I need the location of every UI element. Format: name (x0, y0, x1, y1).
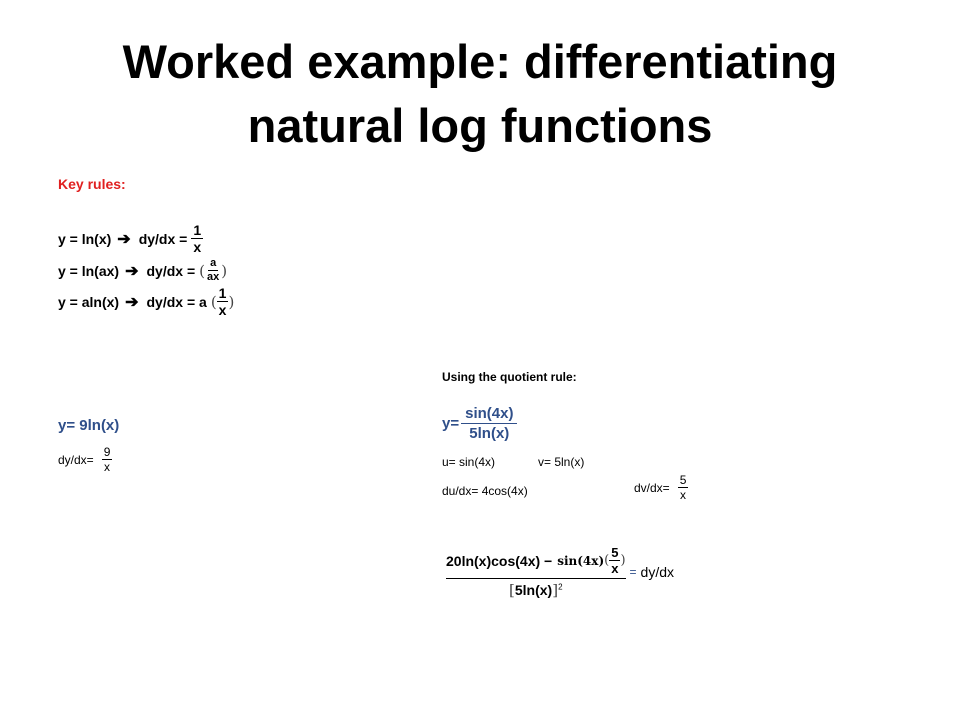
result-rhs: dy/dx (640, 564, 674, 580)
fraction-denominator: x (218, 302, 227, 318)
result-term-1: 20ln(x)cos(4x) − (446, 552, 553, 569)
function-prefix: y= (442, 415, 460, 432)
fraction-numerator: a (208, 257, 219, 271)
fraction-denominator: 5ln(x) (469, 425, 510, 442)
result-den-text: 5ln(x) (514, 582, 553, 598)
fraction-numerator: 1 (191, 222, 204, 239)
equals-sign: = (629, 565, 637, 579)
result-denominator: [5ln(x)]2 (509, 581, 563, 599)
quotient-result: 20ln(x)cos(4x) − sin(4x) ( 5 x ) [5ln(x)… (446, 546, 674, 598)
function-fraction: sin(4x) 5ln(x) (461, 406, 518, 442)
result-numerator: 20ln(x)cos(4x) − sin(4x) ( 5 x ) (446, 546, 626, 579)
example2-function: y= sin(4x) 5ln(x) (442, 406, 518, 442)
key-rule-1: y = ln(x) ➔ dy/dx = 1 x (58, 222, 204, 255)
fraction-denominator: x (104, 460, 111, 474)
dv-dx: dv/dx= 5 x (634, 473, 689, 502)
u-definition: u= sin(4x) (442, 455, 496, 469)
derivative-prefix: dy/dx= (58, 452, 94, 467)
fraction-denominator: x (680, 488, 687, 502)
fraction-numerator: 1 (216, 285, 229, 302)
derivative-fraction: 9 x (101, 445, 113, 474)
page-title: Worked example: differentiating natural … (0, 30, 960, 158)
result-inner-fraction: 5 x (609, 545, 621, 576)
fraction-denominator: ax (207, 271, 220, 283)
fraction-numerator: 5 (677, 473, 689, 488)
fraction-numerator: sin(4x) (461, 406, 518, 424)
dv-fraction: 5 x (677, 473, 689, 502)
fraction-numerator: 9 (101, 445, 113, 460)
example1-function: y= 9ln(x) (58, 417, 120, 434)
result-power: 2 (558, 582, 563, 592)
right-arrow-icon: ➔ (125, 293, 139, 311)
rule-fraction: 1 x (191, 222, 204, 255)
rule-fraction: a ax (205, 258, 221, 283)
dv-prefix: dv/dx= (634, 480, 670, 495)
fraction-numerator: 5 (609, 545, 621, 561)
rule-lhs: y = ln(x) (58, 230, 112, 247)
rule-rhs-prefix: dy/dx = a (146, 293, 207, 310)
example1-derivative: dy/dx= 9 x (58, 445, 113, 474)
fraction-denominator: x (193, 239, 202, 255)
key-rule-2: y = ln(ax) ➔ dy/dx = ( a ax ) (58, 257, 228, 283)
fraction-denominator: x (611, 561, 619, 576)
result-term-2: sin(4x) (557, 553, 605, 568)
title-line-2: natural log functions (247, 99, 713, 152)
quotient-rule-heading: Using the quotient rule: (442, 370, 577, 384)
key-rule-3: y = aln(x) ➔ dy/dx = a ( 1 x ) (58, 285, 235, 318)
rule-rhs-prefix: dy/dx = (146, 262, 196, 279)
du-dx: du/dx= 4cos(4x) (442, 484, 528, 498)
rule-rhs-prefix: dy/dx = (138, 230, 188, 247)
rule-fraction: 1 x (216, 285, 229, 318)
right-arrow-icon: ➔ (125, 262, 139, 280)
rule-lhs: y = ln(ax) (58, 262, 120, 279)
rule-lhs: y = aln(x) (58, 293, 120, 310)
title-line-1: Worked example: differentiating (122, 35, 838, 88)
right-arrow-icon: ➔ (117, 230, 131, 248)
result-fraction: 20ln(x)cos(4x) − sin(4x) ( 5 x ) [5ln(x)… (446, 546, 626, 598)
key-rules-heading: Key rules: (58, 176, 126, 192)
v-definition: v= 5ln(x) (538, 455, 585, 469)
